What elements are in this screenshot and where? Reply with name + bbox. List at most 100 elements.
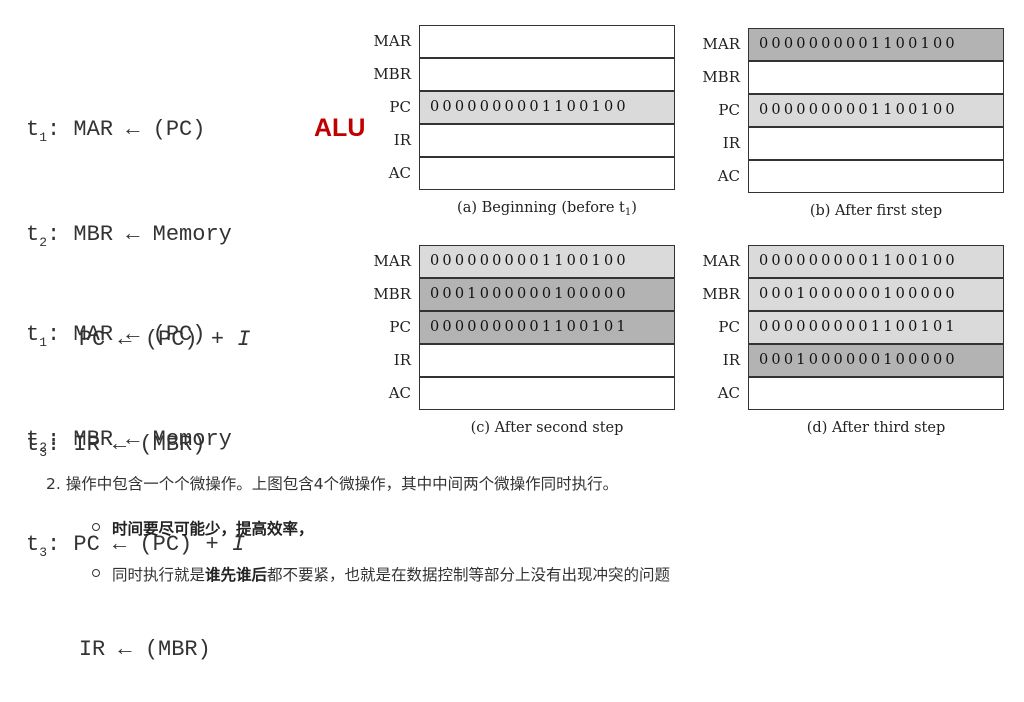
register-name: IR xyxy=(722,351,740,369)
register-name: MBR xyxy=(702,68,740,86)
register-name: PC xyxy=(718,318,740,336)
seq-a-line-4: t3: IR ← (MBR) xyxy=(26,427,250,462)
register-name: AC xyxy=(388,164,411,182)
register-row-pc: PC 0000000001100100 xyxy=(698,94,1004,127)
caption-text: (d) After third step xyxy=(806,420,946,436)
register-name: MBR xyxy=(373,285,411,303)
register-value: 0000000001100100 xyxy=(748,94,1004,127)
register-row-mbr: MBR xyxy=(698,61,1004,94)
panel-caption: (b) After first step xyxy=(748,203,1004,219)
register-name: PC xyxy=(389,318,411,336)
micro-op-italic: I xyxy=(231,532,246,557)
micro-op-text: : MAR ← (PC) xyxy=(47,322,206,347)
register-value xyxy=(748,61,1004,94)
time-step-label: t xyxy=(26,432,40,457)
register-row-mbr: MBR xyxy=(369,58,675,91)
seq-a-line-1: t1: MAR ← (PC) xyxy=(26,112,250,147)
micro-op-text: : IR ← (MBR) xyxy=(47,432,206,457)
time-step-subscript: 1 xyxy=(39,335,48,350)
seq-a-line-2: t2: MBR ← Memory xyxy=(26,217,250,252)
register-row-ac: AC xyxy=(369,157,675,190)
bullet-bold-text: 谁先谁后 xyxy=(205,566,268,584)
register-name: MAR xyxy=(373,252,412,270)
panel-caption: (d) After third step xyxy=(748,420,1004,436)
bullet-text: 同时执行就是 xyxy=(112,566,206,584)
panel-caption: (c) After second step xyxy=(419,420,675,436)
register-value xyxy=(419,58,675,91)
time-step-label: t xyxy=(26,322,40,347)
seq-b-line-2: t2: MBR ← Memory xyxy=(26,422,245,457)
register-name: PC xyxy=(389,98,411,116)
time-step-subscript: 2 xyxy=(39,235,48,250)
micro-op-text: : MBR ← Memory xyxy=(47,427,232,452)
register-value xyxy=(419,25,675,58)
bullet-circle-icon xyxy=(92,523,100,531)
register-value: 0000000001100100 xyxy=(419,245,675,278)
register-value xyxy=(748,160,1004,193)
micro-op-text: : PC ← (PC) + xyxy=(47,532,232,557)
register-name: MAR xyxy=(373,32,412,50)
time-step-subscript: 3 xyxy=(39,545,48,560)
register-row-ir: IR xyxy=(369,344,675,377)
micro-op-text: : MBR ← Memory xyxy=(47,222,232,247)
register-name: IR xyxy=(393,351,411,369)
register-value: 0001000000100000 xyxy=(748,344,1004,377)
register-value xyxy=(748,127,1004,160)
seq-b-line-3: t3: PC ← (PC) + I xyxy=(26,527,245,562)
register-row-mbr: MBR 0001000000100000 xyxy=(369,278,675,311)
register-value: 0001000000100000 xyxy=(419,278,675,311)
caption-end: ) xyxy=(631,200,637,216)
micro-op-sequence-a: t1: MAR ← (PC) t2: MBR ← Memory PC ← (PC… xyxy=(26,42,250,497)
explanation-note: 2. 操作中包含一个个微操作。上图包含4个微操作，其中中间两个微操作同时执行。 xyxy=(46,475,619,493)
register-name: PC xyxy=(718,101,740,119)
register-name: MAR xyxy=(702,252,741,270)
register-value xyxy=(419,124,675,157)
panel-caption: (a) Beginning (before t1) xyxy=(419,200,675,218)
register-name: MBR xyxy=(702,285,740,303)
register-name: AC xyxy=(388,384,411,402)
register-row-ir: IR xyxy=(369,124,675,157)
register-row-ac: AC xyxy=(698,160,1004,193)
register-name: MAR xyxy=(702,35,741,53)
time-step-subscript: 1 xyxy=(39,130,48,145)
register-value xyxy=(419,344,675,377)
register-row-mar: MAR 0000000001100100 xyxy=(369,245,675,278)
register-row-mar: MAR xyxy=(369,25,675,58)
register-row-mbr: MBR 0001000000100000 xyxy=(698,278,1004,311)
register-row-ir: IR xyxy=(698,127,1004,160)
caption-text: (c) After second step xyxy=(470,420,624,436)
register-value: 0001000000100000 xyxy=(748,278,1004,311)
register-name: IR xyxy=(393,131,411,149)
bullet-circle-icon xyxy=(92,569,100,577)
seq-b-line-4: IR ← (MBR) xyxy=(26,632,245,667)
caption-text: (b) After first step xyxy=(809,203,943,219)
register-name: AC xyxy=(717,384,740,402)
micro-op-text: IR ← (MBR) xyxy=(78,637,211,662)
caption-text: (a) Beginning (before t xyxy=(457,200,625,216)
register-value xyxy=(419,157,675,190)
time-step-subscript: 2 xyxy=(39,440,48,455)
seq-b-line-1: t1: MAR ← (PC) xyxy=(26,317,245,352)
bullet-tail: 都不要紧，也就是在数据控制等部分上没有出现冲突的问题 xyxy=(267,566,671,584)
bullet-item-efficiency: 时间要尽可能少，提高效率， xyxy=(92,517,314,539)
register-row-ir: IR 0001000000100000 xyxy=(698,344,1004,377)
register-value: 0000000001100101 xyxy=(748,311,1004,344)
time-step-label: t xyxy=(26,427,40,452)
register-row-pc: PC 0000000001100101 xyxy=(698,311,1004,344)
bullet-item-concurrency: 同时执行就是谁先谁后都不要紧，也就是在数据控制等部分上没有出现冲突的问题 xyxy=(92,563,670,585)
time-step-subscript: 3 xyxy=(39,445,48,460)
register-value xyxy=(748,377,1004,410)
time-step-label: t xyxy=(26,222,40,247)
caption-subscript: 1 xyxy=(624,207,632,218)
register-name: MBR xyxy=(373,65,411,83)
micro-op-italic: I xyxy=(237,327,251,352)
register-row-ac: AC xyxy=(369,377,675,410)
bullet-tail: ， xyxy=(298,520,314,538)
